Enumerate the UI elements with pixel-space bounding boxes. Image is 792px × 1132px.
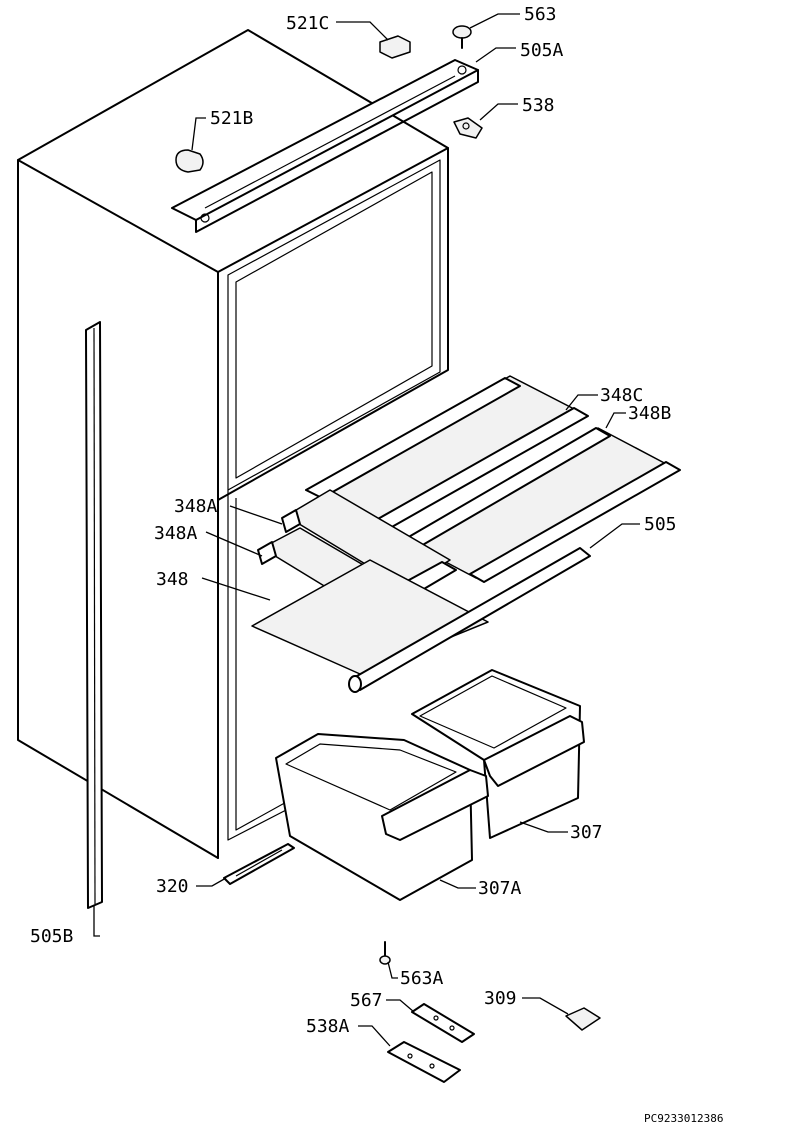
leader-lines [93, 13, 640, 1047]
shelf-348b [399, 427, 681, 583]
label-320: 320 [156, 876, 189, 897]
bracket-320-part [223, 843, 295, 885]
label-307a: 307A [478, 878, 522, 899]
label-505a: 505A [520, 40, 564, 61]
label-505: 505 [644, 514, 677, 535]
screw-563-part [452, 25, 472, 49]
label-563a: 563A [400, 968, 444, 989]
hinge-pin-538-part [453, 117, 483, 139]
cabinet-body [17, 29, 449, 859]
vertical-seal-505b [85, 321, 103, 909]
screw-563a-part [379, 941, 391, 965]
cover-309-part [565, 1007, 601, 1031]
label-309: 309 [484, 988, 517, 1009]
crisper-drawer-307 [411, 669, 585, 839]
label-563: 563 [524, 4, 557, 25]
shelf-348 [251, 547, 591, 693]
hinge-plate-567-part [411, 1003, 475, 1043]
label-567: 567 [350, 990, 383, 1011]
label-538a: 538A [306, 1016, 350, 1037]
top-hinge-bar-505a [171, 59, 479, 233]
label-505b: 505B [30, 926, 73, 947]
cover-cap-521b-part [175, 149, 204, 173]
footer-code: PC9233012386 [644, 1112, 723, 1125]
label-538: 538 [522, 95, 555, 116]
label-348: 348 [156, 569, 189, 590]
hinge-plate-538a-part [387, 1041, 461, 1083]
crisper-drawer-307a [275, 733, 489, 901]
label-307: 307 [570, 822, 603, 843]
cover-cap-521c-part [379, 35, 411, 59]
label-348c: 348C [600, 385, 643, 406]
label-348a-2: 348A [154, 523, 198, 544]
label-348b: 348B [628, 403, 671, 424]
label-521b: 521B [210, 108, 253, 129]
label-521c: 521C [286, 13, 329, 34]
label-348a-1: 348A [174, 496, 218, 517]
